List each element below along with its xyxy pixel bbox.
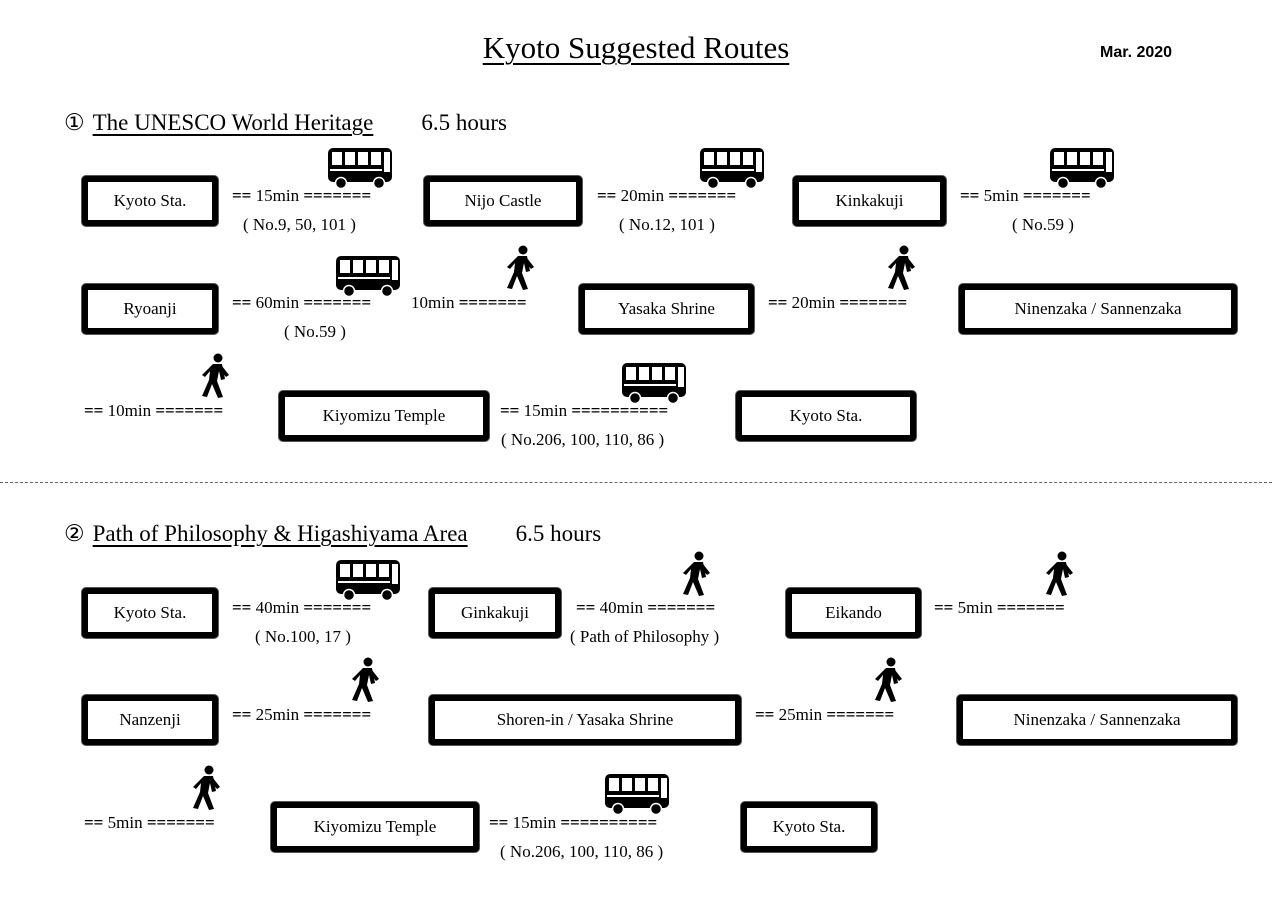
route2-stop-shoren-in-yasaka-shrine: Shoren-in / Yasaka Shrine <box>429 695 741 745</box>
route2-stop-nanzenji: Nanzenji <box>82 695 218 745</box>
route2-segment-1-note: ( No.100, 17 ) <box>255 627 351 646</box>
route1-segment-5: 10min ======= <box>411 293 527 312</box>
route1-stop-kyoto-sta: Kyoto Sta. <box>82 176 218 226</box>
route1-segment-1: == 15min ======= <box>232 186 372 205</box>
route2-segment-2-note: ( Path of Philosophy ) <box>570 627 720 646</box>
route2-stop-kyoto-sta: Kyoto Sta. <box>82 588 218 638</box>
route1-segment-7: == 10min ======= <box>84 401 224 420</box>
route1-stop-ryoanji: Ryoanji <box>82 284 218 334</box>
route1-number: ① <box>64 110 85 135</box>
bus-icon <box>335 254 401 298</box>
bus-icon <box>621 361 687 405</box>
route1-stop-ninenzaka-sannenzaka: Ninenzaka / Sannenzaka <box>959 284 1237 334</box>
route1-segment-2-note: ( No.12, 101 ) <box>619 215 715 234</box>
route2-segment-7-note: ( No.206, 100, 110, 86 ) <box>500 842 664 861</box>
route2-segment-3: == 5min ======= <box>934 598 1065 617</box>
route1-stop-kinkakuji: Kinkakuji <box>793 176 946 226</box>
walk-icon <box>1042 550 1076 598</box>
route2-segment-1: == 40min ======= <box>232 598 372 617</box>
route1-segment-3-note: ( No.59 ) <box>1012 215 1074 234</box>
route2-stop-ginkakuji: Ginkakuji <box>429 588 561 638</box>
walk-icon <box>348 656 382 704</box>
date-label: Mar. 2020 <box>1100 44 1173 61</box>
route1-stop-nijo-castle: Nijo Castle <box>424 176 582 226</box>
route1-segment-8-note: ( No.206, 100, 110, 86 ) <box>501 430 665 449</box>
route2-segment-6: == 5min ======= <box>84 813 215 832</box>
route1-segment-1-note: ( No.9, 50, 101 ) <box>243 215 356 234</box>
walk-icon <box>503 244 537 292</box>
route1-segment-4: == 60min ======= <box>232 293 372 312</box>
walk-icon <box>884 244 918 292</box>
route1-heading: ① The UNESCO World Heritage 6.5 hours <box>64 110 507 136</box>
bus-icon <box>335 558 401 602</box>
bus-icon <box>327 146 393 190</box>
route2-segment-5: == 25min ======= <box>755 705 895 724</box>
route1-stop-kyoto-sta-end: Kyoto Sta. <box>736 391 916 441</box>
page-title: Kyoto Suggested Routes <box>482 30 790 65</box>
route2-heading: ② Path of Philosophy & Higashiyama Area 6.… <box>64 521 601 547</box>
section-divider <box>0 482 1272 483</box>
route2-name: Path of Philosophy & Higashiyama Area <box>92 521 468 546</box>
route1-segment-3: == 5min ======= <box>960 186 1091 205</box>
route1-segment-6: == 20min ======= <box>768 293 908 312</box>
route1-stop-yasaka-shrine: Yasaka Shrine <box>579 284 754 334</box>
route2-segment-2: == 40min ======= <box>576 598 716 617</box>
route2-stop-kiyomizu-temple: Kiyomizu Temple <box>271 802 479 852</box>
route2-segment-7: == 15min ========== <box>489 813 658 832</box>
route1-hours: 6.5 hours <box>421 110 507 135</box>
route2-stop-ninenzaka-sannenzaka: Ninenzaka / Sannenzaka <box>957 695 1237 745</box>
route2-segment-4: == 25min ======= <box>232 705 372 724</box>
route1-segment-8: == 15min ========== <box>500 401 669 420</box>
route2-hours: 6.5 hours <box>515 521 602 546</box>
walk-icon <box>189 764 223 812</box>
route1-segment-2: == 20min ======= <box>597 186 737 205</box>
walk-icon <box>871 656 905 704</box>
bus-icon <box>1049 146 1115 190</box>
bus-icon <box>604 772 670 816</box>
route2-stop-kyoto-sta-end: Kyoto Sta. <box>741 802 877 852</box>
walk-icon <box>198 352 232 400</box>
route2-number: ② <box>64 521 85 546</box>
bus-icon <box>699 146 765 190</box>
route2-stop-eikando: Eikando <box>786 588 921 638</box>
walk-icon <box>679 550 713 598</box>
route1-stop-kiyomizu-temple: Kiyomizu Temple <box>279 391 489 441</box>
route1-segment-4-note: ( No.59 ) <box>284 322 346 341</box>
route1-name: The UNESCO World Heritage <box>92 110 374 135</box>
